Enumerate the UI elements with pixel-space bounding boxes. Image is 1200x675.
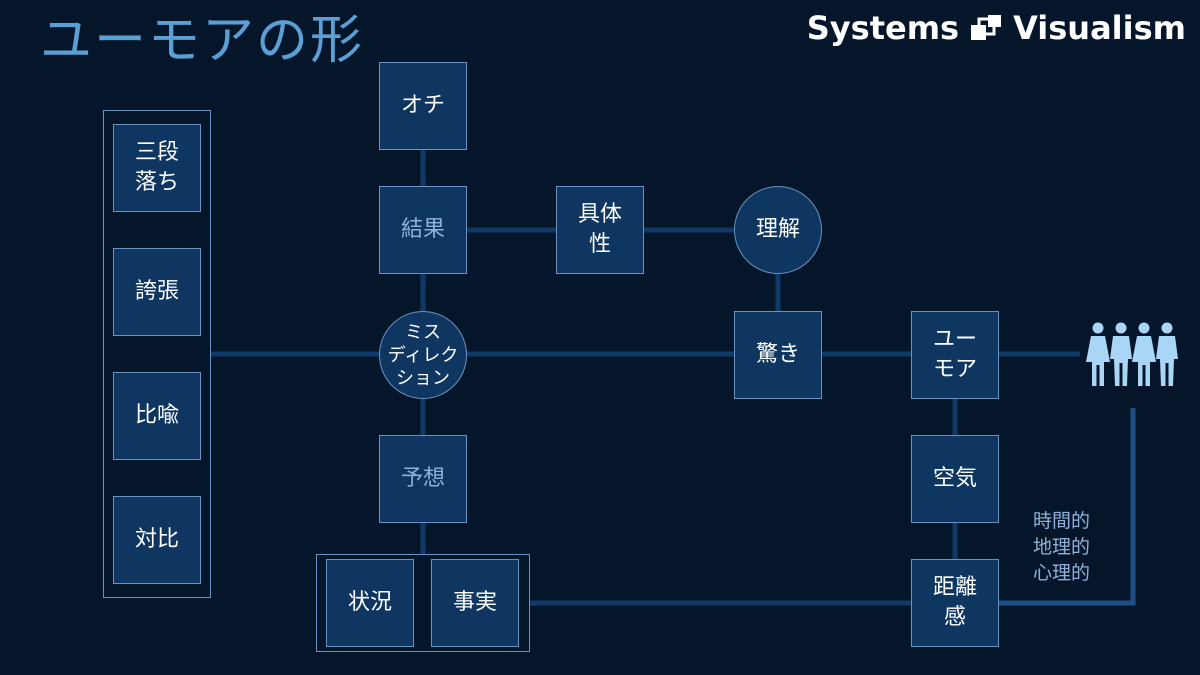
node-misdirection: ミス ディレク ション bbox=[379, 311, 467, 399]
node-yosou: 予想 bbox=[379, 435, 467, 523]
node-odoroki: 驚き bbox=[734, 311, 822, 399]
node-rikai: 理解 bbox=[734, 186, 822, 274]
node-ochi: オチ bbox=[379, 62, 467, 150]
people-group-icon bbox=[1086, 322, 1180, 392]
node-jijitsu: 事実 bbox=[431, 559, 519, 647]
node-taihi: 対比 bbox=[113, 496, 201, 584]
page-title: ユーモアの形 bbox=[40, 11, 365, 71]
technique-group bbox=[103, 110, 211, 598]
situation-fact-group bbox=[316, 554, 530, 652]
node-hiyu: 比喩 bbox=[113, 372, 201, 460]
node-humor: ユー モア bbox=[911, 311, 999, 399]
distance-note: 時間的 地理的 心理的 bbox=[1033, 510, 1091, 584]
node-kekka: 結果 bbox=[379, 186, 467, 274]
node-kyorikan: 距離 感 bbox=[911, 559, 999, 647]
node-sandan-ochi: 三段 落ち bbox=[113, 124, 201, 212]
node-gutaisei: 具体 性 bbox=[556, 186, 644, 274]
node-kochou: 誇張 bbox=[113, 248, 201, 336]
node-kuuki: 空気 bbox=[911, 435, 999, 523]
systems-visualism-logo-icon bbox=[969, 12, 1003, 44]
brand-logo: Systems Visualism bbox=[807, 8, 1186, 48]
brand-text-right: Visualism bbox=[1013, 9, 1186, 47]
brand-text-left: Systems bbox=[806, 9, 960, 47]
node-joukyou: 状況 bbox=[326, 559, 414, 647]
